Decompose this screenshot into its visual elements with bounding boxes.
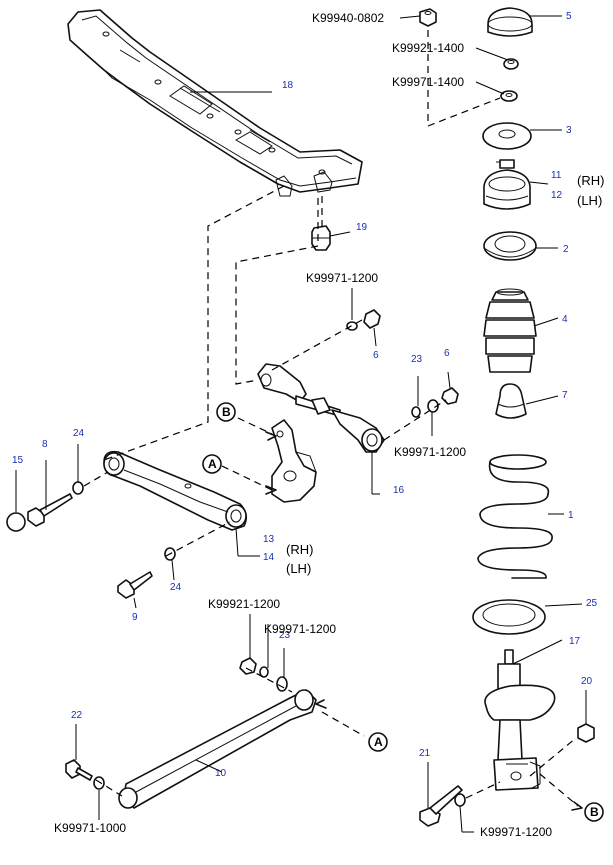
label-21: 21 xyxy=(419,748,431,759)
bolt-21 xyxy=(419,785,463,827)
svg-text:A: A xyxy=(208,457,217,471)
label-24a: 24 xyxy=(73,428,85,439)
bolt-9 xyxy=(117,571,153,599)
leader-lines xyxy=(15,15,587,833)
spring-seat-lower xyxy=(472,599,546,635)
part-number-labels: 1 2 3 4 5 6 6 7 8 9 10 11 12 13 14 15 16… xyxy=(12,11,598,779)
washer-1400 xyxy=(503,58,519,70)
code-k99971-1200-b: K99971-1200 xyxy=(394,445,466,459)
rh-label-mid: (RH) xyxy=(286,542,313,557)
spring-seat xyxy=(483,231,537,261)
code-k99971-1000: K99971-1000 xyxy=(54,821,126,835)
bolt-22 xyxy=(65,759,93,781)
bump-stop-19 xyxy=(311,225,331,251)
label-22: 22 xyxy=(71,710,83,721)
label-2: 2 xyxy=(563,244,569,255)
label-12: 12 xyxy=(551,190,563,201)
label-23b: 23 xyxy=(279,630,291,641)
lh-label-mid: (LH) xyxy=(286,561,311,576)
knuckle-bracket xyxy=(271,419,317,503)
svg-text:A: A xyxy=(374,735,383,749)
label-24b: 24 xyxy=(170,582,182,593)
label-15: 15 xyxy=(12,455,24,466)
washer-23 xyxy=(411,399,439,418)
lower-link xyxy=(118,689,317,809)
code-k99921-1400: K99921-1400 xyxy=(392,41,464,55)
label-11: 11 xyxy=(551,170,562,181)
bolt-8 xyxy=(27,493,73,527)
label-6a: 6 xyxy=(373,350,379,361)
label-14: 14 xyxy=(263,552,275,563)
label-13: 13 xyxy=(263,534,275,545)
code-k99921-1200: K99921-1200 xyxy=(208,597,280,611)
label-4: 4 xyxy=(562,314,568,325)
label-7: 7 xyxy=(562,390,568,401)
svg-text:B: B xyxy=(222,405,231,419)
label-6b: 6 xyxy=(444,348,450,359)
rh-label-top: (RH) xyxy=(577,173,604,188)
nut-6-upper xyxy=(346,309,381,331)
callout-a-bottom: A xyxy=(368,732,388,752)
assembly-dashed-lines xyxy=(83,30,579,807)
callout-b-bottom: B xyxy=(584,802,604,822)
coil-spring xyxy=(477,454,553,579)
part-code-labels: K99940-0802 K99921-1400 K99971-1400 K999… xyxy=(54,11,552,839)
label-1: 1 xyxy=(568,510,574,521)
code-k99940-0802: K99940-0802 xyxy=(312,11,384,25)
label-23a: 23 xyxy=(411,354,423,365)
cap-15 xyxy=(6,512,26,532)
bump-stopper xyxy=(495,383,527,419)
nut-1200-upper xyxy=(239,657,288,692)
dust-boot xyxy=(483,288,537,373)
code-k99971-1200-c: K99971-1200 xyxy=(264,622,336,636)
shock-absorber-strut xyxy=(484,649,556,791)
lateral-link xyxy=(257,363,385,453)
washer-24-upper xyxy=(72,481,84,495)
washer-21 xyxy=(454,793,466,807)
lh-label-top: (LH) xyxy=(577,193,602,208)
code-k99971-1400: K99971-1400 xyxy=(392,75,464,89)
svg-text:B: B xyxy=(590,805,599,819)
label-8: 8 xyxy=(42,439,48,450)
nut-20 xyxy=(577,723,595,743)
strut-mount-assembly xyxy=(483,159,531,210)
label-17: 17 xyxy=(569,636,581,647)
bump-cap xyxy=(487,7,533,37)
reference-arrows xyxy=(265,431,583,811)
upper-plate xyxy=(482,122,532,150)
code-k99971-1200-a: K99971-1200 xyxy=(306,271,378,285)
label-18: 18 xyxy=(282,80,294,91)
crossmember xyxy=(67,9,363,197)
label-3: 3 xyxy=(566,125,572,136)
label-10: 10 xyxy=(215,768,227,779)
callout-a-mid: A xyxy=(202,454,222,474)
nut-6-lower xyxy=(441,387,459,405)
callout-b-top: B xyxy=(216,402,236,422)
trailing-arm xyxy=(103,450,248,531)
label-19: 19 xyxy=(356,222,368,233)
label-25: 25 xyxy=(586,598,598,609)
washer-1000 xyxy=(93,776,105,790)
side-labels: (RH) (LH) (RH) (LH) xyxy=(286,173,604,576)
code-k99971-1200-d: K99971-1200 xyxy=(480,825,552,839)
nut-1400 xyxy=(500,90,518,102)
label-16: 16 xyxy=(393,485,405,496)
label-9: 9 xyxy=(132,612,138,623)
label-20: 20 xyxy=(581,676,593,687)
label-5: 5 xyxy=(566,11,572,22)
strut-mount-nut xyxy=(419,8,437,27)
